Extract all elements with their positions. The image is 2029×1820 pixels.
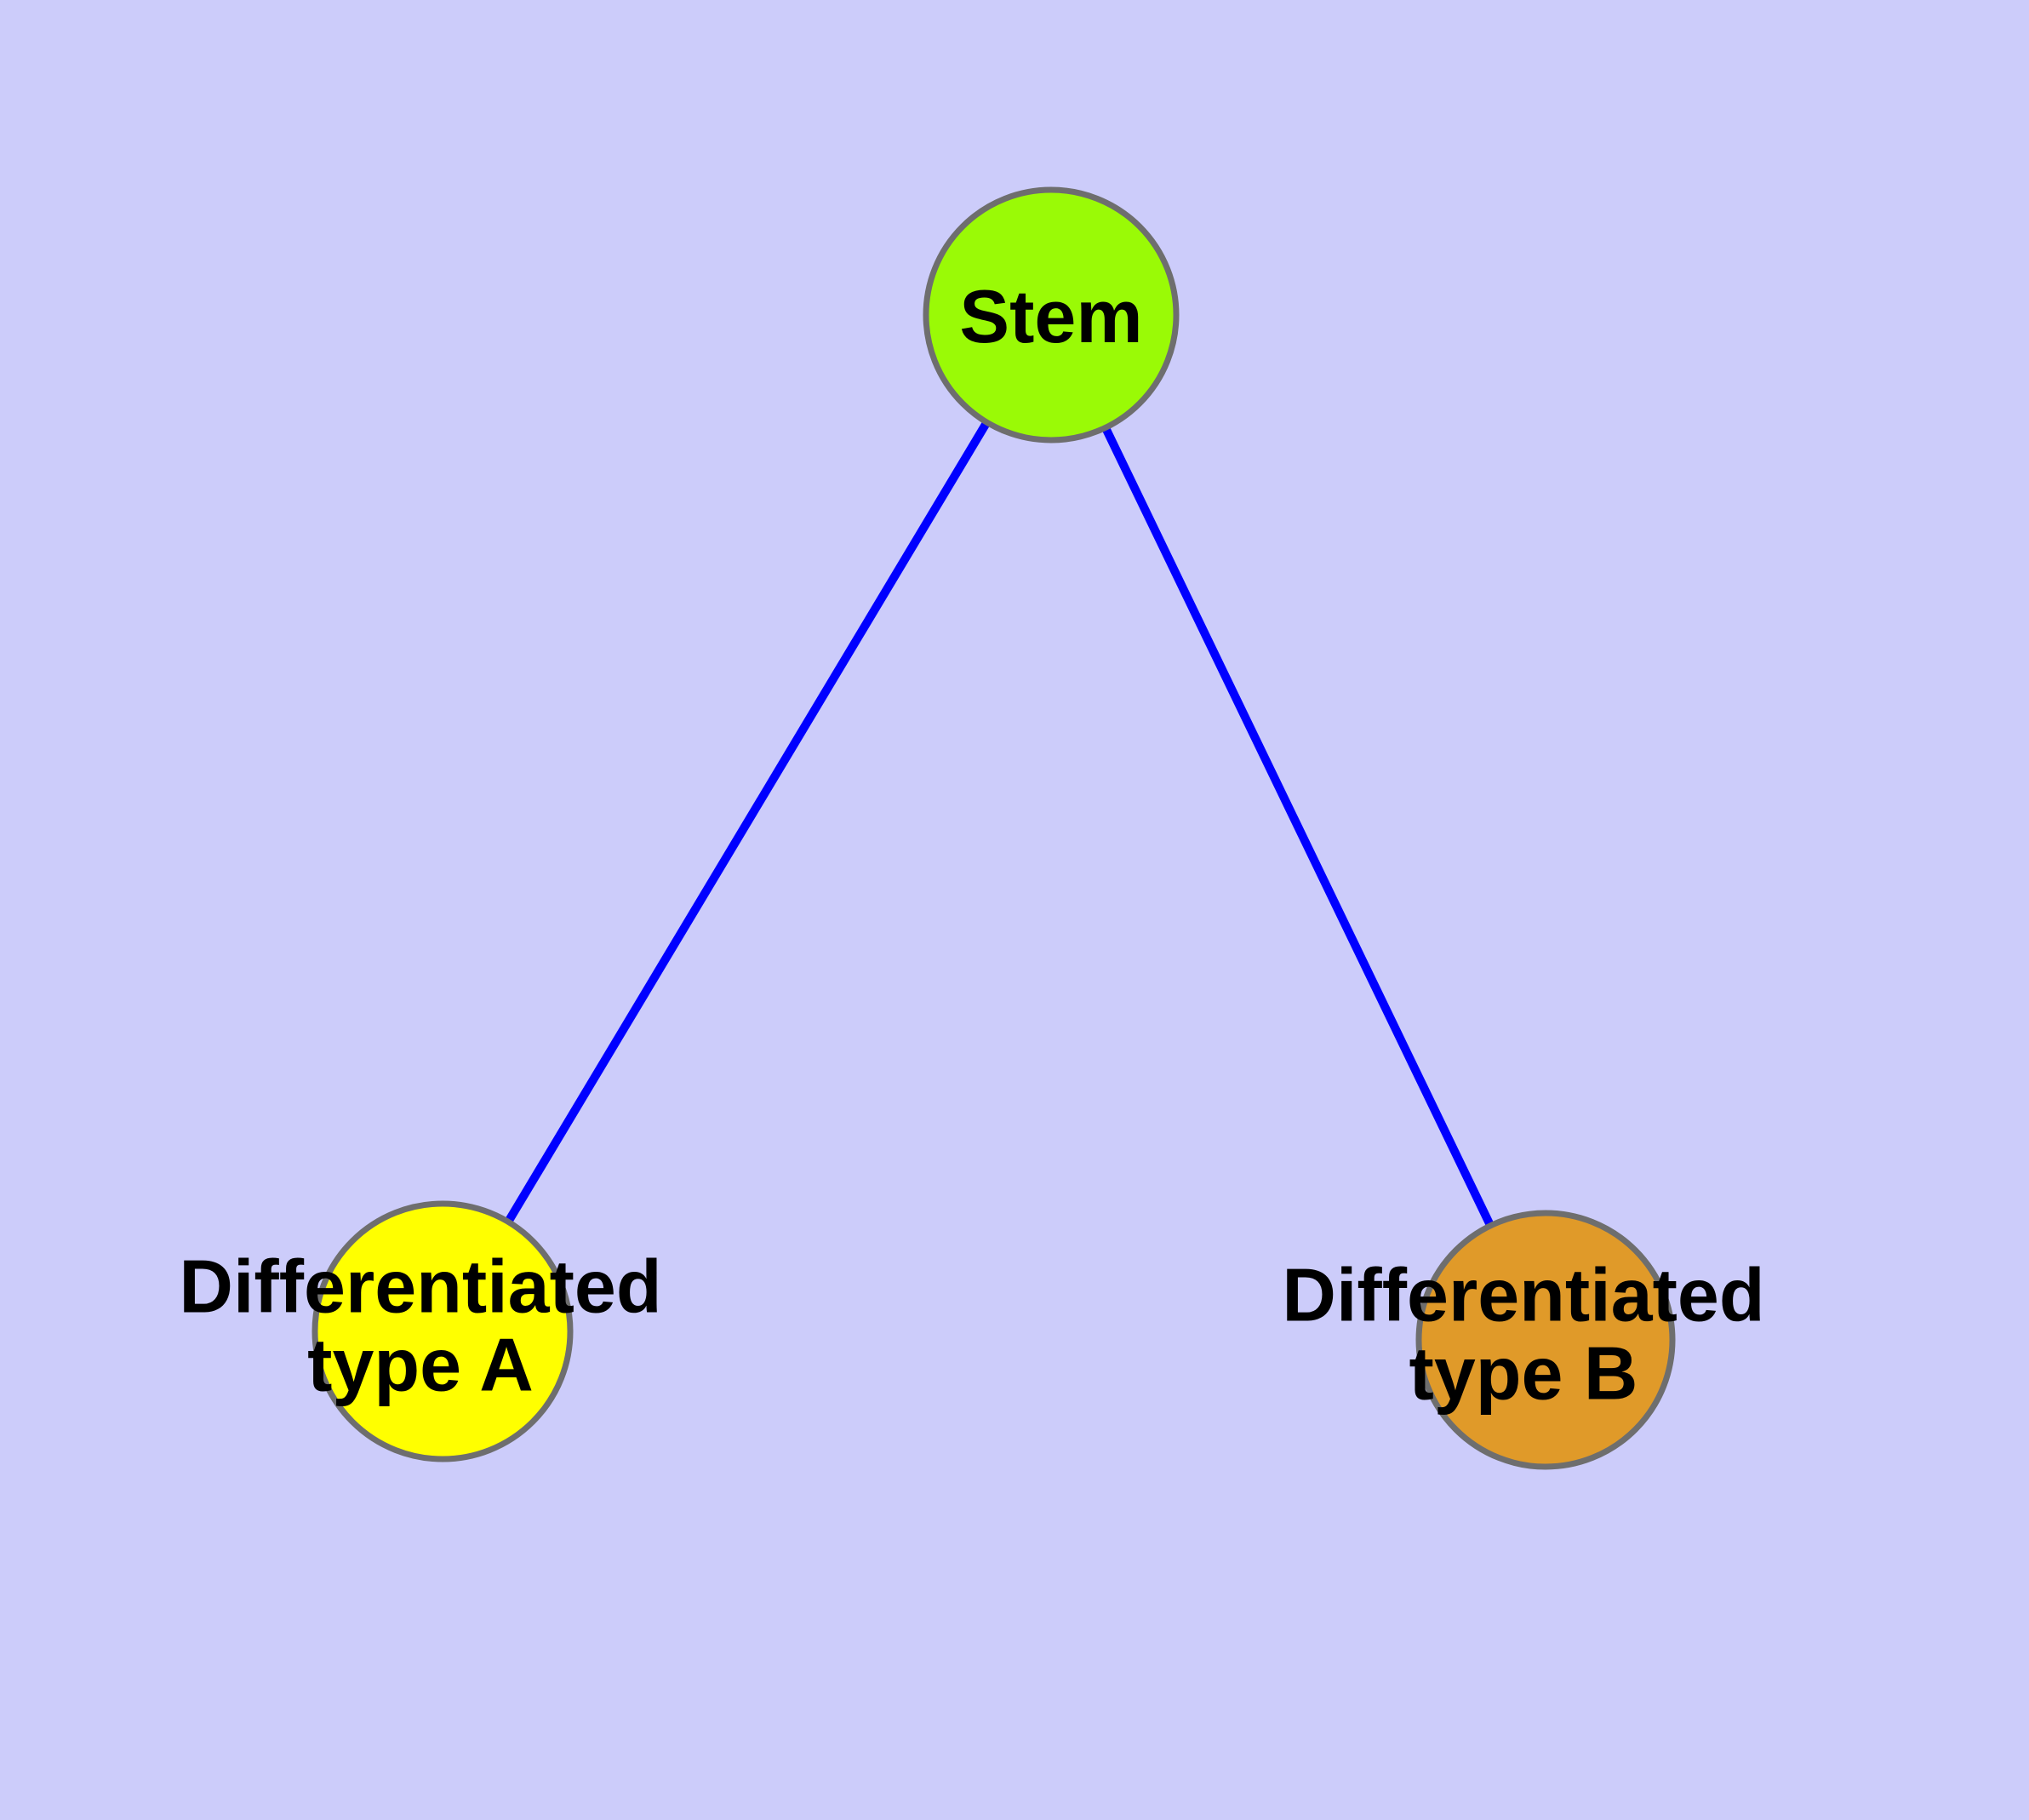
node-circle-diff_b[interactable] [1415,1210,1676,1470]
node-circle-stem[interactable] [923,186,1180,444]
edge-stem-to-diff_b[interactable] [1047,312,1550,1342]
node-layer [311,186,1676,1470]
edge-layer [438,312,1550,1342]
edge-stem-to-diff_a[interactable] [438,312,1055,1334]
node-circle-diff_a[interactable] [311,1200,574,1462]
